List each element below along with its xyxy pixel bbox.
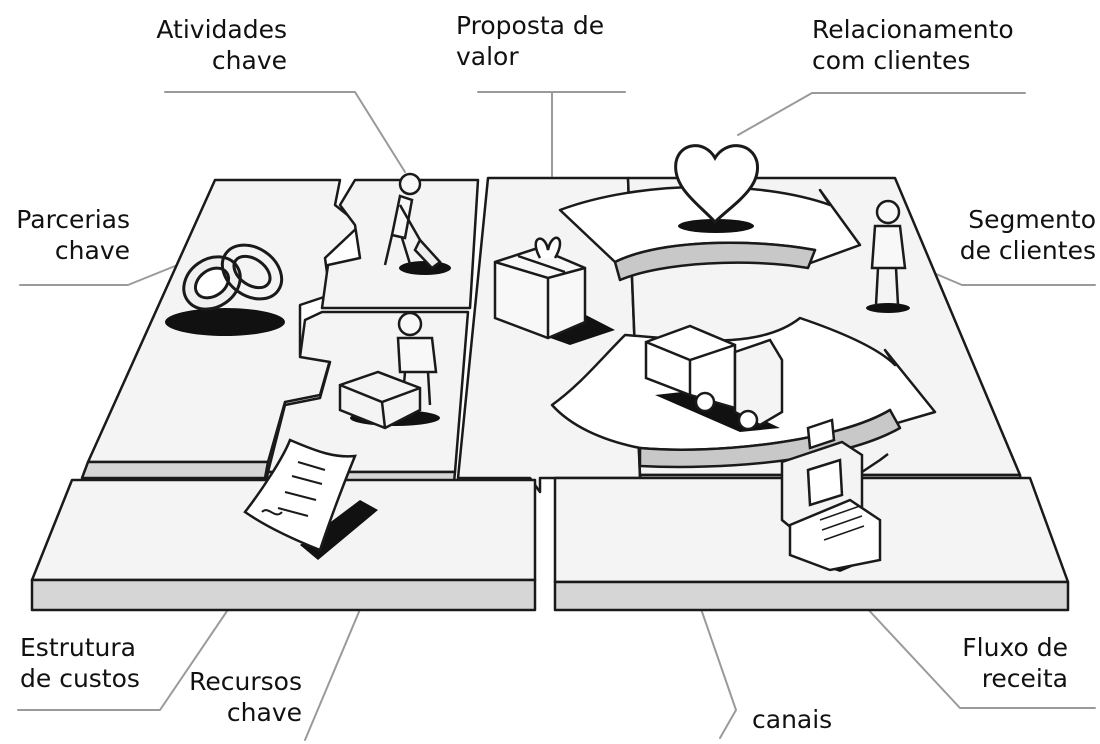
label-proposta-de-valor: Proposta de valor — [456, 10, 604, 72]
atividades-line1: Atividades — [156, 15, 287, 44]
relacionamento-line2: com clientes — [812, 46, 971, 75]
fluxo-line1: Fluxo de — [962, 633, 1068, 662]
leader-fluxo — [849, 589, 1096, 709]
segmento-line2: de clientes — [959, 236, 1096, 265]
label-parcerias-chave: Parcerias chave — [6, 204, 130, 266]
hole — [399, 261, 451, 275]
label-segmento-de-clientes: Segmento de clientes — [930, 204, 1096, 266]
atividades-line2: chave — [211, 46, 287, 75]
label-recursos-chave: Recursos chave — [170, 666, 302, 728]
worker-with-box-icon — [338, 311, 440, 430]
rings-icon — [165, 243, 285, 336]
heart-icon — [674, 144, 759, 233]
recursos-line1: Recursos — [189, 667, 302, 696]
label-fluxo-de-receita: Fluxo de receita — [940, 632, 1068, 694]
parcerias-line2: chave — [54, 236, 130, 265]
leader-parcerias — [19, 261, 186, 286]
label-atividades-chave: Atividades chave — [150, 14, 287, 76]
estrutura-line1: Estrutura — [20, 633, 136, 662]
truck-icon — [644, 324, 784, 432]
label-canais: canais — [752, 704, 832, 735]
label-relacionamento-com-clientes: Relacionamento com clientes — [812, 14, 1014, 76]
canais-line1: canais — [752, 705, 833, 734]
leader-relacionamento — [737, 92, 1026, 136]
gift-icon — [493, 236, 615, 345]
rings-shadow — [165, 308, 285, 336]
block-parcerias-side — [80, 460, 270, 480]
leader-atividades — [164, 91, 406, 173]
proposta-line2: valor — [456, 42, 519, 71]
digging-person-icon — [383, 172, 451, 275]
contract-icon — [243, 438, 378, 560]
block-custos-side — [30, 578, 537, 612]
recursos-line2: chave — [226, 698, 302, 727]
cash-register-icon — [780, 418, 889, 572]
standing-person-icon — [866, 199, 910, 313]
block-atividades-top — [320, 178, 480, 310]
fluxo-line2: receita — [981, 664, 1068, 693]
leader-segmento — [914, 264, 1096, 286]
relacionamento-line1: Relacionamento — [812, 15, 1014, 44]
proposta-line1: Proposta de — [456, 11, 605, 40]
block-receita-side — [553, 580, 1070, 612]
parcerias-line1: Parcerias — [16, 205, 130, 234]
estrutura-line2: de custos — [20, 664, 140, 693]
segmento-line1: Segmento — [968, 205, 1096, 234]
label-estrutura-de-custos: Estrutura de custos — [20, 632, 140, 694]
